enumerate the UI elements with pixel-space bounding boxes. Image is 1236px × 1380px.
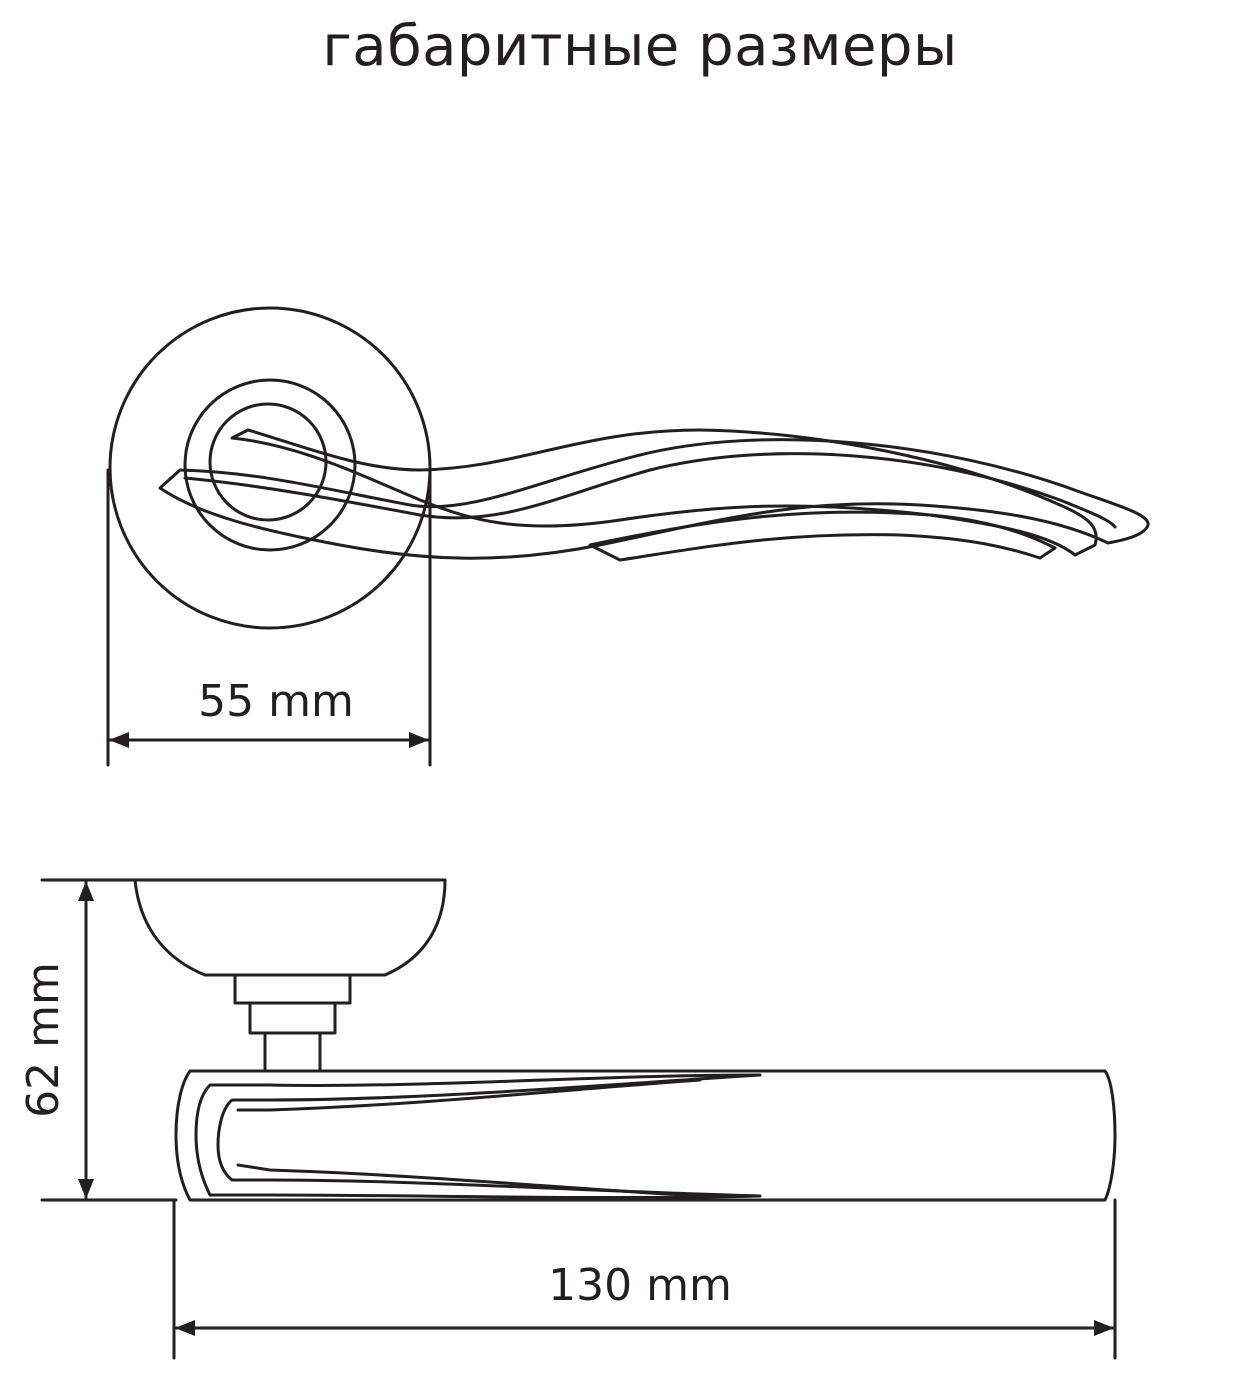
neck-top — [233, 973, 352, 1005]
dim-label-62: 62 mm — [18, 962, 69, 1118]
rose-inner-circle — [183, 378, 357, 552]
neck-shaft — [263, 1031, 322, 1073]
handle-front-view — [106, 306, 1150, 767]
lever-side-inner-highlight — [236, 1078, 702, 1198]
lever-side-inner-outline — [194, 1073, 762, 1200]
handle-side-view — [40, 878, 1117, 1360]
page-title: габаритные размеры — [322, 14, 958, 79]
rose-outer-circle — [108, 306, 432, 630]
rose-inner-ring — [208, 402, 328, 522]
rose-cup — [133, 878, 447, 977]
neck-middle — [248, 1001, 337, 1035]
dim-label-55: 55 mm — [198, 676, 354, 727]
lever-main-body — [158, 438, 1150, 560]
lever-inner-line — [183, 452, 1117, 529]
dim-label-130: 130 mm — [548, 1260, 732, 1311]
lever-lower-layer — [588, 510, 1057, 562]
lever-side-profile — [174, 1069, 1117, 1202]
